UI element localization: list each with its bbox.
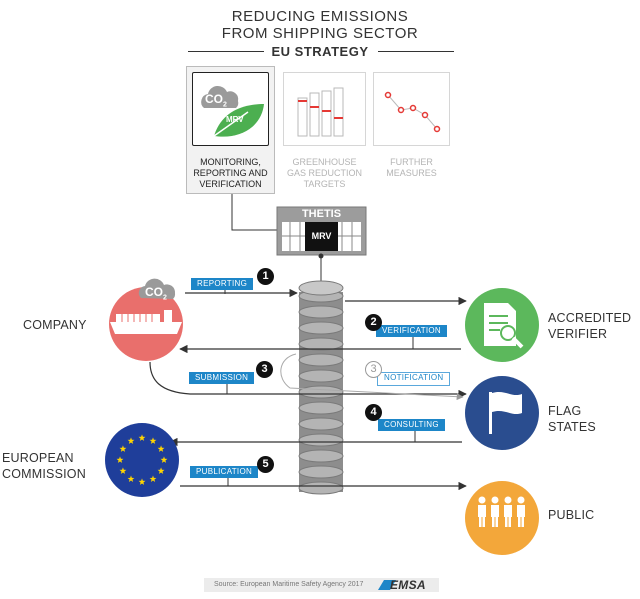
flow-verification-label: VERIFICATION (376, 325, 448, 337)
step-1-marker: 1 (257, 268, 274, 285)
eu-star-icon (119, 445, 127, 452)
verifier-icon (465, 288, 539, 362)
flow-submission-label: SUBMISSION (189, 372, 255, 384)
people-icon (465, 481, 539, 555)
mrv-co2-text: CO2 (205, 92, 227, 109)
thetis-box (276, 206, 367, 256)
eu-star-icon (138, 434, 146, 441)
flow-consulting-label: CONSULTING (378, 419, 445, 431)
database-stack-icon (298, 280, 344, 495)
thetis-module: MRV (311, 231, 332, 241)
eu-star-icon (119, 467, 127, 474)
eu-flag-icon (105, 423, 179, 497)
step-4-marker: 4 (365, 404, 382, 421)
public-label: PUBLIC (548, 508, 595, 522)
bar-chart-icon (297, 87, 344, 137)
company-icon (109, 278, 183, 361)
eu-star-icon (160, 456, 168, 463)
eu-star-icon (127, 437, 135, 444)
subtitle: EU STRATEGY (271, 44, 369, 59)
step-2-marker: 2 (365, 314, 382, 331)
emsa-logo: EMSA (390, 578, 426, 592)
leaf-icon (213, 104, 264, 137)
flag-icon (465, 376, 539, 450)
subtitle-rule-left (188, 51, 264, 52)
card-ghg-label: GREENHOUSE GAS REDUCTION TARGETS (286, 157, 362, 189)
source-note: Source: European Maritime Safety Agency … (214, 581, 364, 588)
company-label: COMPANY (23, 318, 87, 332)
mrv-leaf-text: MRV (226, 115, 244, 124)
card-ghg (283, 72, 366, 146)
thetis-title: THETIS (301, 208, 342, 220)
card-further-label: FURTHER MEASURES (386, 157, 437, 178)
title-line-1: REDUCING EMISSIONS (231, 8, 409, 25)
subtitle-rule-right (378, 51, 454, 52)
step-3-notification-marker: 3 (365, 361, 382, 378)
eu-star-icon (116, 456, 124, 463)
card-mrv-label: MONITORING, REPORTING AND VERIFICATION (193, 157, 268, 189)
eu-star-icon (127, 475, 135, 482)
line-chart-icon (384, 91, 441, 133)
eu-star-icon (149, 437, 157, 444)
flow-publication-label: PUBLICATION (190, 466, 259, 478)
step-5-marker: 5 (257, 456, 274, 473)
flow-notification-label: NOTIFICATION (377, 372, 451, 386)
eu-star-icon (149, 475, 157, 482)
eu-star-icon (157, 467, 165, 474)
company-co2-text: CO2 (145, 285, 167, 302)
co2-cloud-icon (201, 85, 239, 108)
flow-reporting-label: REPORTING (191, 278, 254, 290)
eu-star-icon (138, 478, 146, 485)
title-line-2: FROM SHIPPING SECTOR (221, 25, 419, 42)
step-3-marker: 3 (256, 361, 273, 378)
eu-star-icon (157, 445, 165, 452)
